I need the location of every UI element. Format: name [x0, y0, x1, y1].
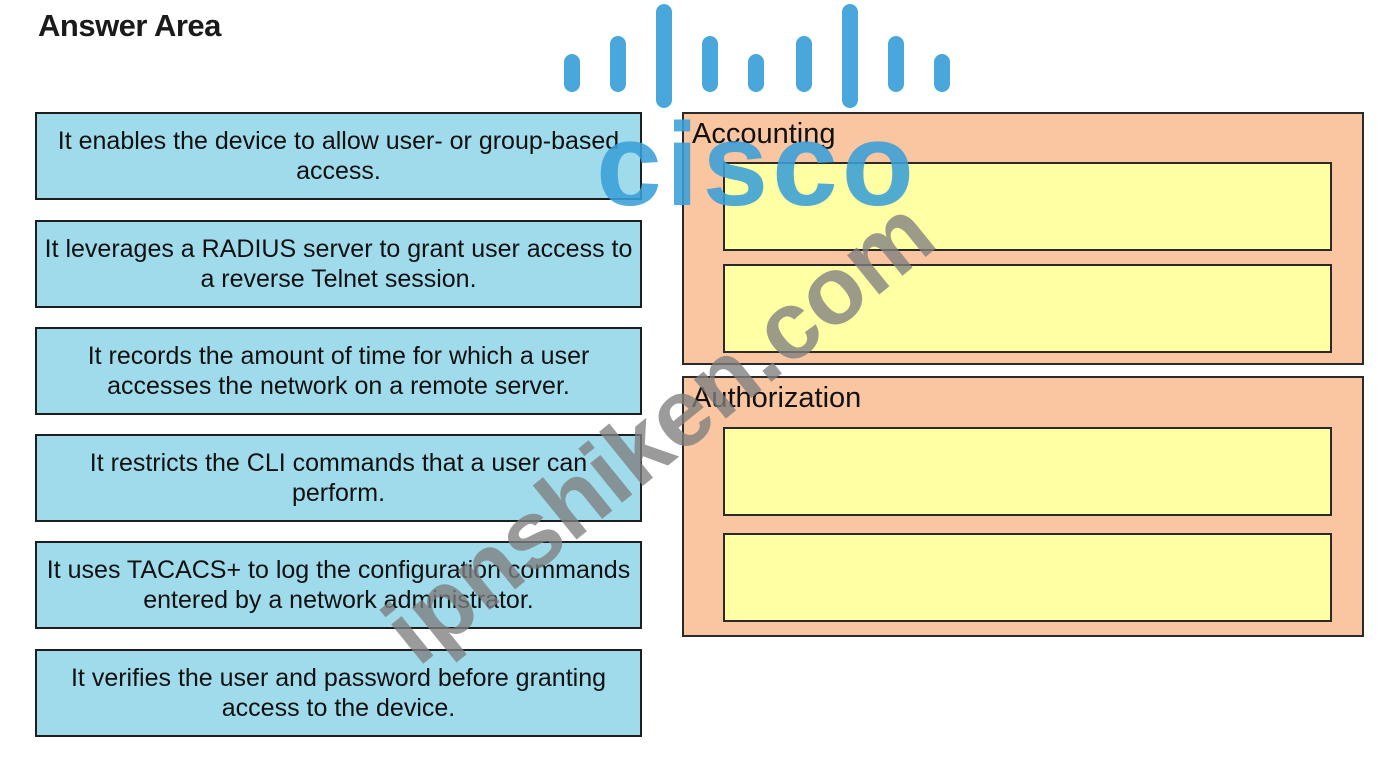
category-accounting: Accounting: [682, 112, 1364, 365]
drop-slot[interactable]: [723, 427, 1332, 516]
drag-option[interactable]: It restricts the CLI commands that a use…: [35, 434, 642, 522]
category-label: Authorization: [692, 382, 862, 414]
drag-option-text: It uses TACACS+ to log the configuration…: [46, 556, 631, 614]
drop-slot[interactable]: [723, 162, 1332, 251]
drag-option-text: It records the amount of time for which …: [87, 342, 590, 400]
category-authorization: Authorization: [682, 376, 1364, 637]
page-title: Answer Area: [38, 8, 221, 43]
cisco-logo-bars: [564, 4, 950, 108]
drag-option[interactable]: It enables the device to allow user- or …: [35, 112, 642, 200]
drag-option-text: It verifies the user and password before…: [70, 664, 607, 722]
drag-option-text: It enables the device to allow user- or …: [57, 127, 620, 185]
drag-option[interactable]: It verifies the user and password before…: [35, 649, 642, 737]
category-label: Accounting: [692, 118, 836, 150]
drop-slot[interactable]: [723, 264, 1332, 353]
drag-option-text: It leverages a RADIUS server to grant us…: [44, 235, 633, 293]
drag-option-text: It restricts the CLI commands that a use…: [89, 449, 588, 507]
drag-option[interactable]: It records the amount of time for which …: [35, 327, 642, 415]
drag-option[interactable]: It uses TACACS+ to log the configuration…: [35, 541, 642, 629]
drop-slot[interactable]: [723, 533, 1332, 622]
drag-option[interactable]: It leverages a RADIUS server to grant us…: [35, 220, 642, 308]
